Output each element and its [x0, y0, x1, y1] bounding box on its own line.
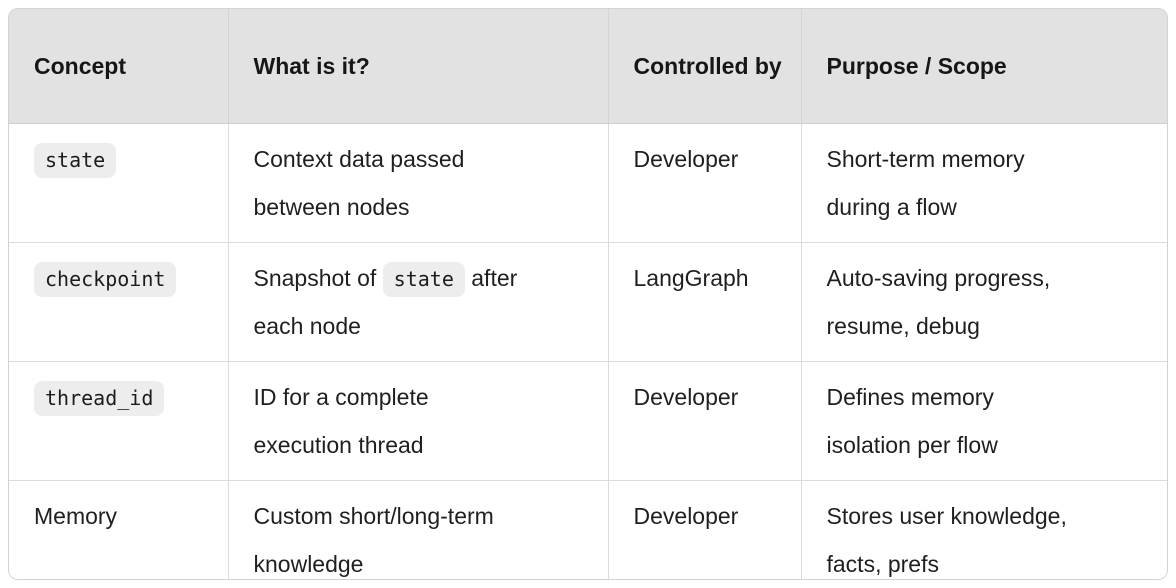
controlled-by-cell: LangGraph [607, 242, 801, 362]
controlled-by-cell: Developer [607, 361, 801, 481]
what-is-it-cell: Snapshot of state after each node [227, 242, 608, 362]
header-controlled-by: Controlled by [607, 9, 801, 124]
purpose-scope-cell: Stores user knowledge, facts, prefs [800, 480, 1167, 579]
table-row: thread_id ID for a complete execution thr… [9, 361, 1167, 481]
header-what-is-it: What is it? [227, 9, 608, 124]
concepts-table-container: Concept What is it? Controlled by Purpos… [8, 8, 1168, 580]
controlled-by-cell: Developer [607, 480, 801, 579]
what-is-it-cell: Context data passed between nodes [227, 123, 608, 243]
table-header: Concept What is it? Controlled by Purpos… [9, 9, 1167, 124]
concept-cell: Memory [9, 480, 228, 579]
what-is-it-cell: ID for a complete execution thread [227, 361, 608, 481]
code-pill: state [34, 142, 117, 178]
concept-cell: thread_id [9, 361, 228, 481]
purpose-scope-cell: Auto-saving progress, resume, debug [800, 242, 1167, 362]
header-row: Concept What is it? Controlled by Purpos… [9, 9, 1167, 124]
code-pill: thread_id [34, 380, 165, 416]
purpose-scope-cell: Defines memory isolation per flow [800, 361, 1167, 481]
what-is-it-cell: Custom short/long-term knowledge [227, 480, 608, 579]
concepts-table: Concept What is it? Controlled by Purpos… [9, 9, 1167, 579]
table-row: checkpoint Snapshot of state after each n… [9, 242, 1167, 362]
concept-cell: checkpoint [9, 242, 228, 362]
purpose-scope-cell: Short-term memory during a flow [800, 123, 1167, 243]
header-concept: Concept [9, 9, 228, 124]
code-pill: state [382, 261, 465, 297]
controlled-by-cell: Developer [607, 123, 801, 243]
code-pill: checkpoint [34, 261, 177, 297]
header-purpose-scope: Purpose / Scope [800, 9, 1167, 124]
concept-cell: state [9, 123, 228, 243]
